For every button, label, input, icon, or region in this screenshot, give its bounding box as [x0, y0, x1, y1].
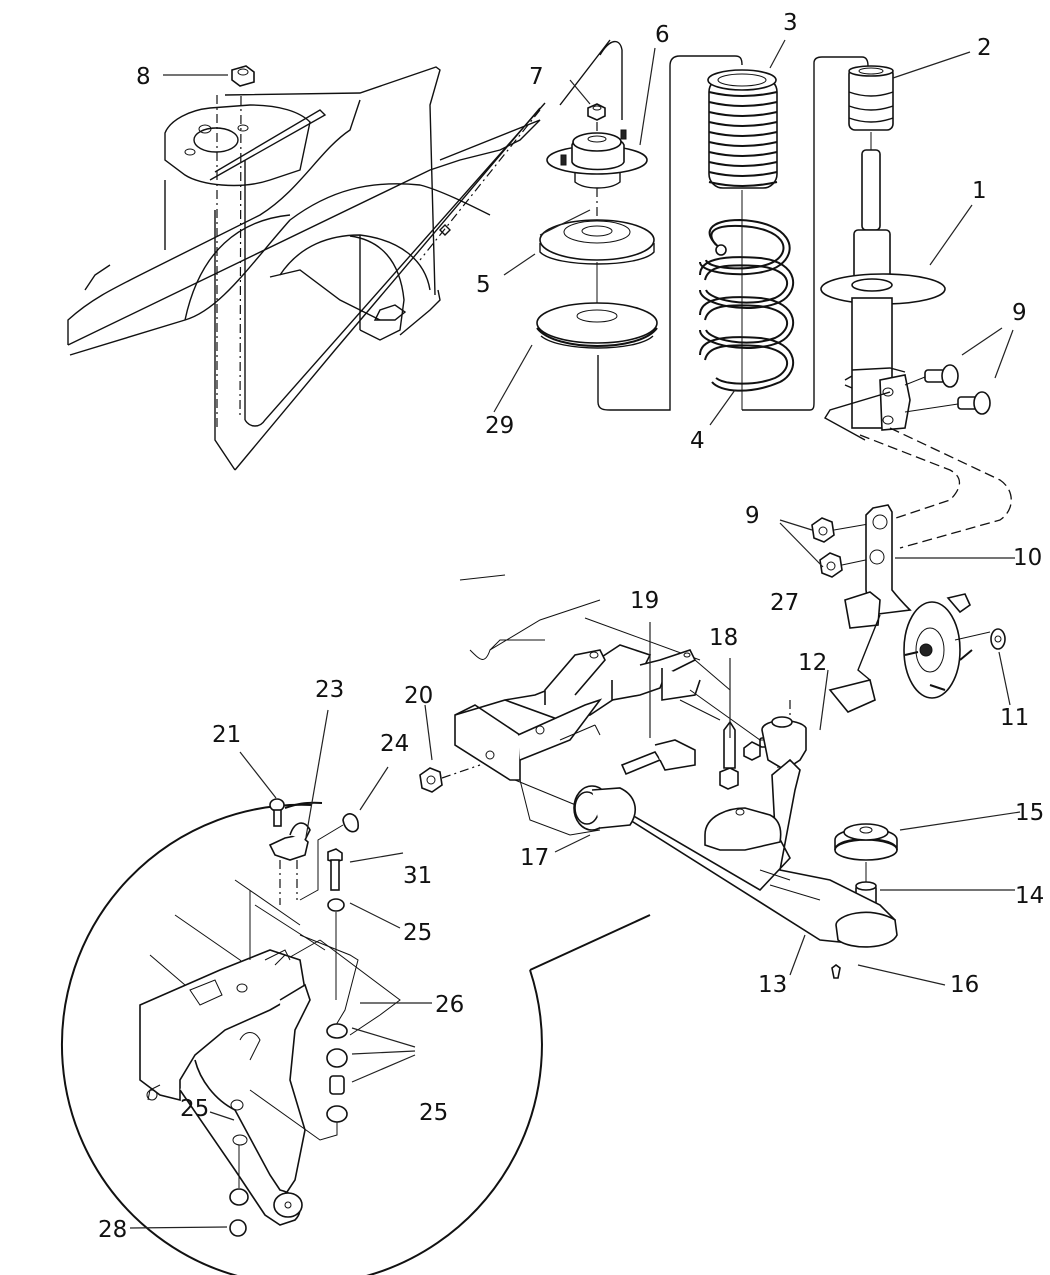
callout-20: 20 [404, 683, 433, 709]
callout-15: 15 [1015, 800, 1044, 826]
steering-knuckle-part[interactable] [828, 504, 991, 713]
coil-spring-part[interactable] [699, 218, 795, 392]
detail-control-arm [139, 949, 311, 1226]
callout-23: 23 [315, 677, 344, 703]
mount-nut-part[interactable] [231, 65, 255, 87]
detail-nut-28-part[interactable] [229, 1219, 247, 1237]
rear-bushing-part[interactable] [761, 716, 807, 771]
callout-19: 19 [630, 588, 659, 614]
callout-5: 5 [476, 272, 491, 298]
lower-control-arm-part[interactable] [573, 758, 898, 948]
leader-lines [129, 39, 1021, 1229]
callout-10: 10 [1013, 545, 1042, 571]
detail-bushing-25a-part[interactable] [327, 898, 345, 912]
alignment-line [239, 95, 242, 416]
detail-bolt-31-part[interactable] [327, 848, 343, 891]
callout-9-strut: 9 [1012, 300, 1027, 326]
callout-11: 11 [1000, 705, 1029, 731]
alignment-line [419, 109, 541, 261]
strut-nut-lower-part[interactable] [819, 552, 843, 578]
callout-27: 27 [770, 590, 799, 616]
strut-nut-upper-part[interactable] [811, 517, 835, 543]
hub-nut-part[interactable] [990, 628, 1006, 650]
callout-26: 26 [435, 992, 464, 1018]
callout-14: 14 [1015, 883, 1044, 909]
callout-18: 18 [709, 625, 738, 651]
callout-31: 31 [403, 863, 432, 889]
strut-mount-part[interactable] [546, 129, 648, 189]
strut-mount-nut-part[interactable] [587, 103, 606, 121]
detail-bushing-25c-part[interactable] [229, 1188, 249, 1206]
fender-body-panel [67, 66, 546, 471]
bolt-18-part[interactable] [719, 720, 739, 790]
callout-21: 21 [212, 722, 241, 748]
callout-28: 28 [98, 1217, 127, 1243]
callout-25-stack: 25 [419, 1100, 448, 1126]
callout-1: 1 [972, 178, 987, 204]
nut-20-part[interactable] [419, 767, 443, 793]
callout-9-knuckle: 9 [745, 503, 760, 529]
ball-joint-seal-part[interactable] [834, 823, 898, 861]
callout-2: 2 [977, 35, 992, 61]
callout-24: 24 [380, 731, 409, 757]
callout-3: 3 [783, 10, 798, 36]
detail-bolt-21-part[interactable] [269, 798, 285, 827]
detail-bracket-23-part[interactable] [268, 822, 311, 861]
strut-bolt-upper-part[interactable] [924, 364, 959, 388]
bolt-19-part[interactable] [620, 739, 696, 776]
callout-16: 16 [950, 972, 979, 998]
spring-seat-part[interactable] [539, 219, 655, 265]
dust-boot-part[interactable] [707, 69, 778, 189]
callout-25-upper: 25 [403, 920, 432, 946]
crossmember-frame [454, 574, 770, 836]
callout-4: 4 [690, 428, 705, 454]
callout-7: 7 [529, 64, 544, 90]
strut-assembly-part[interactable] [820, 149, 946, 431]
assembly-bracket-line [599, 40, 623, 120]
detail-view-circle [60, 801, 543, 1275]
detail-pointer-line [529, 914, 651, 971]
callout-labels: 1 2 3 4 5 6 7 8 9 9 10 11 12 13 14 15 16… [98, 10, 1044, 1243]
spring-insulator-part[interactable] [536, 302, 658, 349]
strut-bolt-lower-part[interactable] [957, 391, 991, 415]
detail-bushing-24-part[interactable] [342, 813, 359, 833]
callout-29: 29 [485, 413, 514, 439]
detail-bushing-25b-part[interactable] [326, 1023, 348, 1123]
callout-17: 17 [520, 845, 549, 871]
callout-12: 12 [798, 650, 827, 676]
callout-6: 6 [655, 22, 670, 48]
callout-8: 8 [136, 64, 151, 90]
grease-fitting-part[interactable] [831, 964, 841, 979]
jounce-bumper-part[interactable] [848, 65, 894, 131]
callout-25-lower: 25 [180, 1096, 209, 1122]
callout-13: 13 [758, 972, 787, 998]
